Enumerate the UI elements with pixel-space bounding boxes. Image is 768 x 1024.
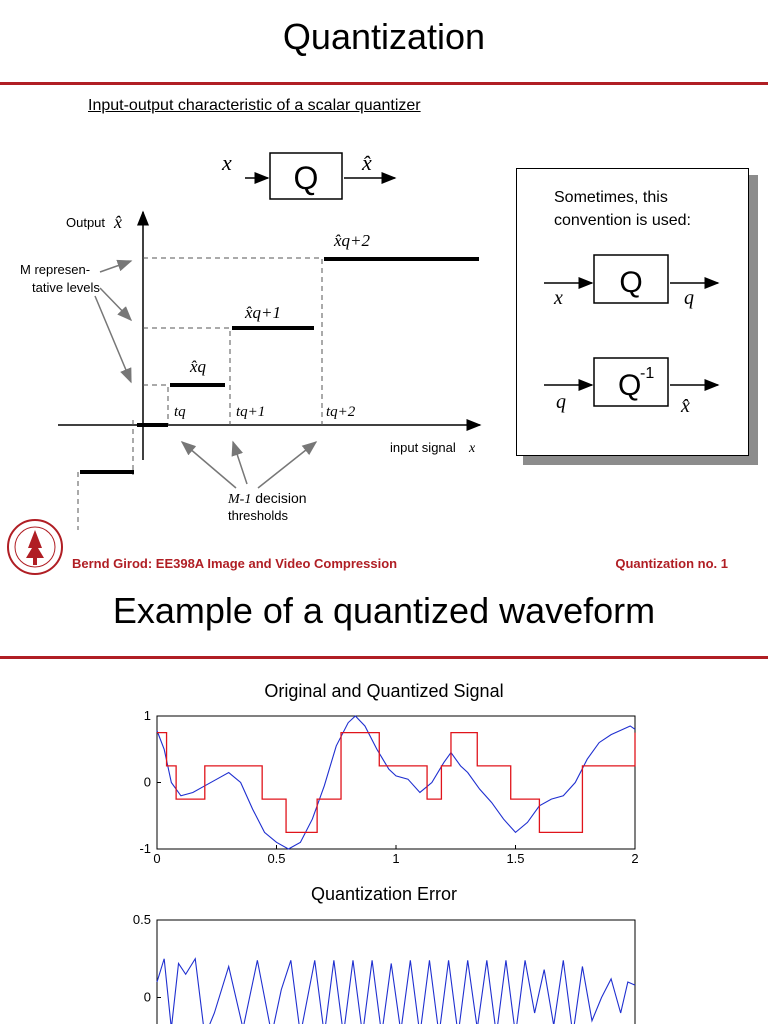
convention-qinv-superscript: -1 — [640, 365, 654, 382]
threshold-label-q2: tq+2 — [326, 404, 356, 420]
levels-annotation-line2: tative levels — [32, 280, 100, 295]
thresholds-annotation-line1: M-1 decision — [227, 490, 307, 507]
level-label-q: x̂q — [189, 357, 207, 376]
levels-annotation-arrows — [94, 259, 133, 384]
x-tick-label: 2 — [631, 851, 638, 866]
y-tick-label: 0 — [144, 990, 151, 1005]
convention-input-q: q — [556, 391, 566, 413]
output-axis-variable: x̂ — [113, 212, 122, 232]
x-tick-label: 1.5 — [506, 851, 524, 866]
convention-input-x: x — [553, 287, 563, 309]
university-seal-logo — [7, 519, 63, 575]
convention-qinv-block — [593, 357, 669, 407]
convention-text: Sometimes, this convention is used: — [554, 189, 691, 229]
title-divider-2 — [0, 656, 768, 659]
chart1-title: Original and Quantized Signal — [264, 681, 504, 701]
title-divider — [0, 82, 768, 85]
quantizer-block-label: Q — [294, 160, 319, 196]
threshold-label-q: tq — [174, 404, 186, 420]
x-tick-label: 0.5 — [267, 851, 285, 866]
y-tick-label: 0.5 — [133, 912, 151, 927]
levels-annotation-line1: M represen- — [20, 262, 90, 277]
thresholds-annotation-line2: thresholds — [228, 508, 288, 523]
plot-frame — [156, 715, 636, 850]
level-label-q1: x̂q+1 — [244, 303, 281, 322]
y-tick-label: 1 — [144, 708, 151, 723]
output-axis-label: Output — [66, 215, 105, 230]
convention-box — [516, 168, 749, 456]
chart2: 0.50 — [133, 912, 636, 1024]
convention-output-q: q — [684, 287, 694, 309]
output-variable: x̂ — [361, 150, 372, 175]
slide1-title: Quantization — [282, 16, 486, 57]
y-tick-label: 0 — [144, 775, 151, 790]
convention-qinv-label: Q — [618, 369, 641, 402]
dashed-guides — [77, 257, 323, 530]
quantizer-block — [269, 152, 343, 200]
convention-diagram: Q x q Q -1 q x̂ — [544, 254, 720, 417]
input-variable: x — [221, 150, 232, 175]
input-axis-variable: x — [468, 441, 476, 456]
convention-q-block — [593, 254, 669, 304]
slide1-subtitle: Input-output characteristic of a scalar … — [88, 97, 421, 114]
series-line-0 — [156, 957, 636, 1024]
plot-frame — [156, 919, 636, 1024]
slide2-title: Example of a quantized waveform — [112, 590, 656, 631]
quantizer-diagram: Q x x̂ Output x̂ input signal x x̂q x̂q+… — [20, 150, 482, 530]
series-line-0 — [156, 715, 636, 850]
footer-page: Quantization no. 1 — [615, 556, 728, 571]
series-line-1 — [157, 731, 636, 834]
chart2-title: Quantization Error — [310, 884, 458, 904]
convention-output-xhat: x̂ — [680, 395, 690, 417]
thresholds-annotation-arrows — [180, 440, 318, 489]
footer-course: Bernd Girod: EE398A Image and Video Comp… — [72, 556, 398, 571]
x-tick-label: 1 — [392, 851, 399, 866]
x-tick-label: 0 — [153, 851, 160, 866]
threshold-label-q1: tq+1 — [236, 404, 265, 420]
quantizer-levels — [80, 257, 479, 474]
input-axis-label: input signal — [390, 440, 456, 455]
level-label-q2: x̂q+2 — [333, 231, 371, 250]
y-tick-label: -1 — [139, 841, 151, 856]
convention-q-label: Q — [619, 266, 642, 299]
